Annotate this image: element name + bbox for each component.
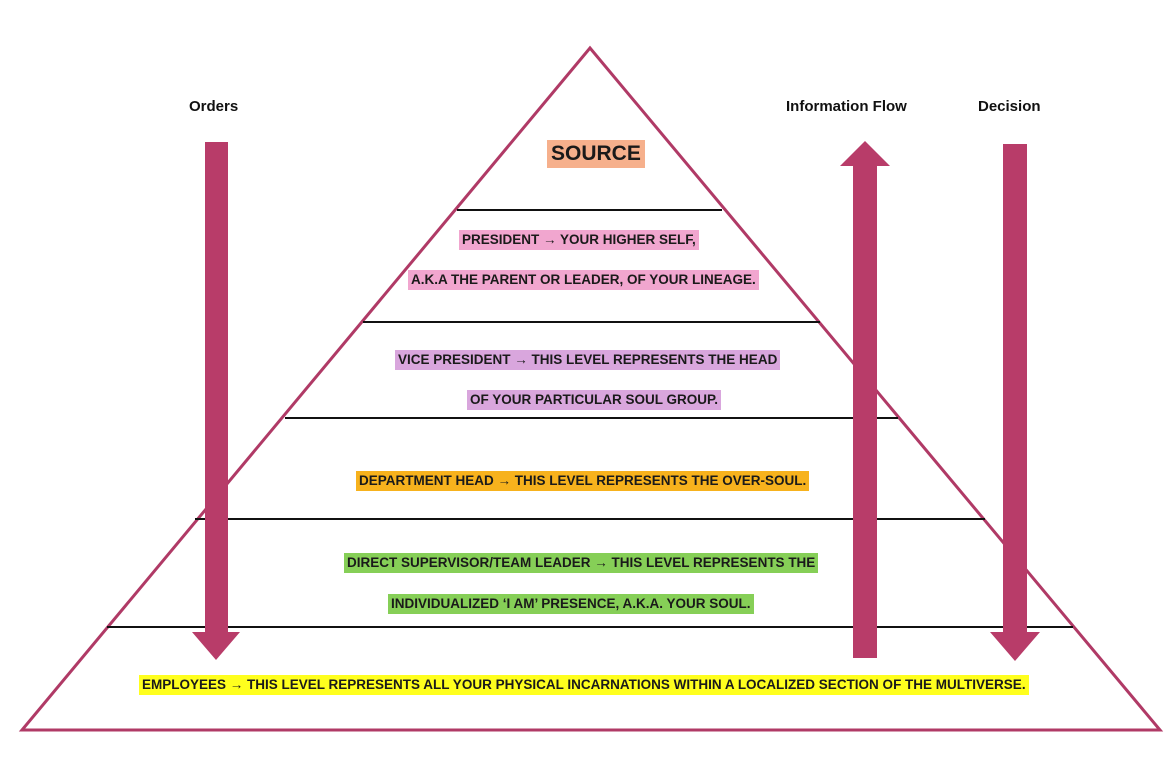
information-flow-label: Information Flow: [786, 98, 907, 115]
tier-supervisor-line-2: INDIVIDUALIZED ‘I AM’ PRESENCE, A.K.A. Y…: [388, 594, 754, 614]
tier-source: SOURCE: [547, 140, 645, 168]
tier-vice-president-line-2: OF YOUR PARTICULAR SOUL GROUP.: [467, 390, 722, 410]
tier-department-head: DEPARTMENT HEAD → THIS LEVEL REPRESENTS …: [356, 471, 810, 491]
decision-label: Decision: [978, 98, 1041, 115]
tier-president-line-1: PRESIDENT → YOUR HIGHER SELF,: [459, 230, 699, 250]
tier-president-line-2: A.K.A THE PARENT OR LEADER, OF YOUR LINE…: [408, 270, 759, 290]
information-flow-arrow: [840, 141, 890, 658]
orders-arrow: [192, 142, 240, 660]
decision-arrow: [990, 144, 1040, 661]
tier-employees: EMPLOYEES → THIS LEVEL REPRESENTS ALL YO…: [139, 675, 1029, 695]
orders-label: Orders: [189, 98, 239, 115]
tier-supervisor-line-1: DIRECT SUPERVISOR/TEAM LEADER → THIS LEV…: [344, 553, 819, 573]
tier-vice-president-line-1: VICE PRESIDENT → THIS LEVEL REPRESENTS T…: [395, 350, 781, 370]
